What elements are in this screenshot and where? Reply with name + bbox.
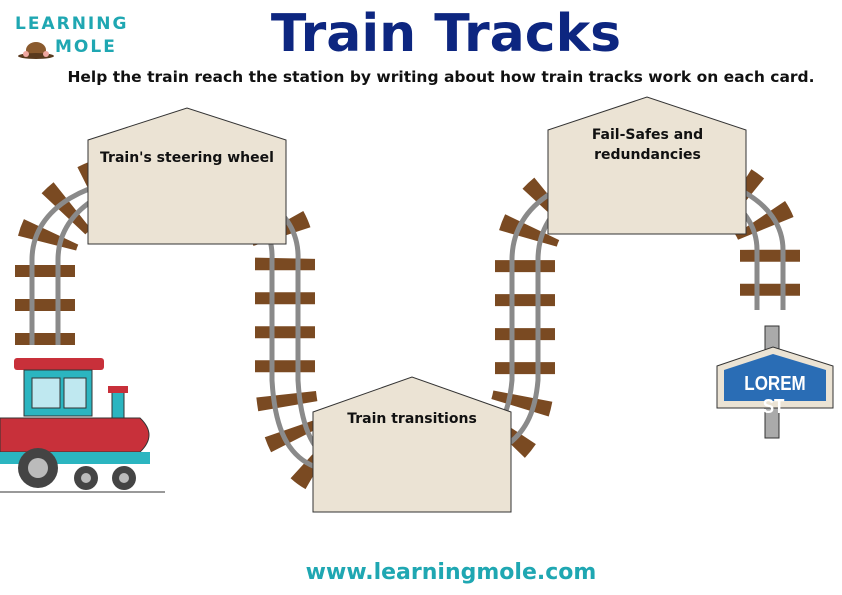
instructions: Help the train reach the station by writ… xyxy=(67,68,815,86)
page-title: Train Tracks xyxy=(270,4,622,64)
train-icon xyxy=(0,358,165,493)
card-label: Train's steering wheel xyxy=(100,150,274,166)
card-3 xyxy=(547,96,747,235)
station-sign xyxy=(716,325,834,439)
card-2 xyxy=(312,376,512,513)
card-label: Fail-Safes and redundancies xyxy=(591,127,704,163)
logo-text: LEARNING xyxy=(15,14,129,34)
card-1 xyxy=(87,107,287,245)
footer-url[interactable]: www.learningmole.com xyxy=(305,560,597,585)
logo-text-mole: MOLE xyxy=(55,37,117,57)
card-label: Train transitions xyxy=(347,411,477,427)
station-sign-label: LOREM ST. xyxy=(744,373,806,418)
mole-icon xyxy=(18,42,54,59)
